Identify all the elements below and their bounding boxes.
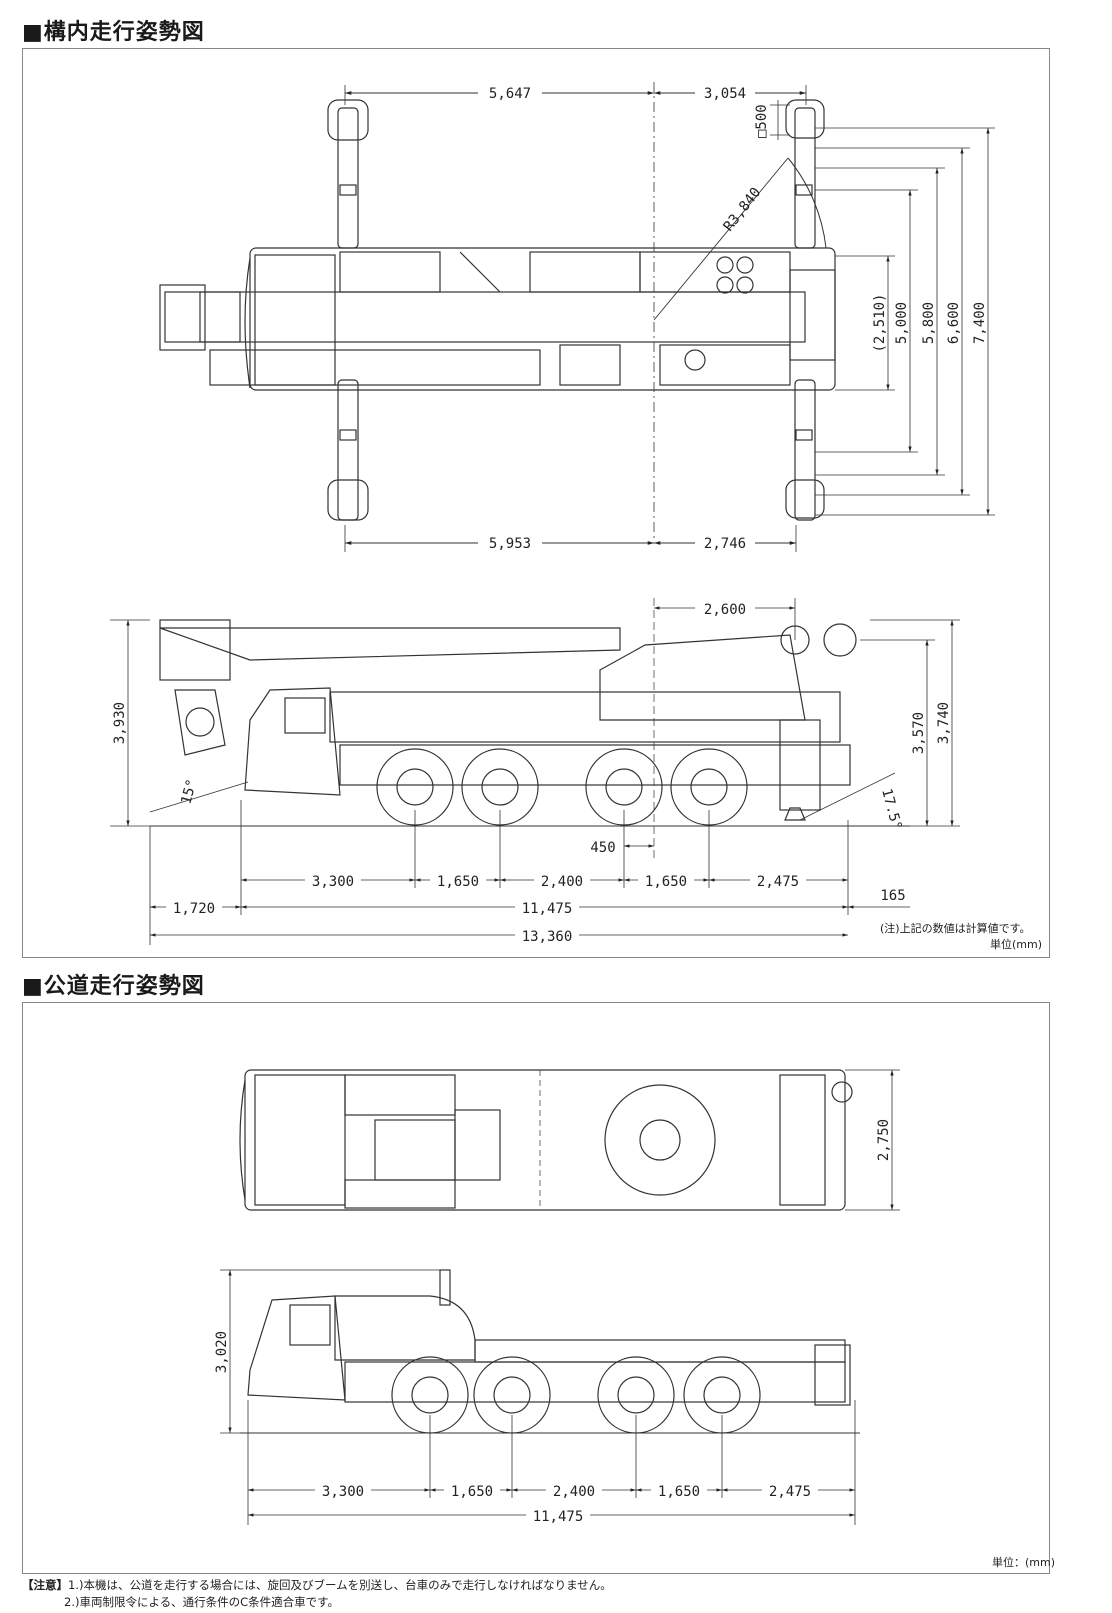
- dim-3740: 3,740: [936, 702, 952, 744]
- dim-5647: 5,647: [489, 86, 531, 102]
- road-side-carrier: [240, 1269, 860, 1434]
- road-dim-1650-b: 1,650: [658, 1484, 700, 1500]
- road-plan-carrier: [239, 1069, 853, 1211]
- dim-5000: 5,000: [894, 302, 910, 344]
- dim-6600: 6,600: [946, 302, 962, 344]
- dim-3930: 3,930: [112, 702, 128, 744]
- footer-text-1: 1.)本機は、公道を走行する場合には、旋回及びブームを別送し、台車のみで走行しな…: [68, 1578, 612, 1592]
- yard-plan-crane: [159, 99, 836, 521]
- footer-label: 【注意】: [22, 1578, 68, 1592]
- road-section-title: ■公道走行姿勢図: [22, 974, 205, 999]
- dim-3054: 3,054: [704, 86, 746, 102]
- dim-2510: (2,510): [872, 293, 888, 352]
- footer-line-1: 【注意】1.)本機は、公道を走行する場合には、旋回及びブームを別送し、台車のみで…: [22, 1577, 612, 1594]
- dim-500: □500: [754, 104, 770, 138]
- calc-note: (注)上記の数値は計算値です。: [880, 922, 1031, 935]
- dim-450: 450: [590, 840, 615, 856]
- dim-2400: 2,400: [541, 874, 583, 890]
- footer-line-2: 2.)車両制限令による、通行条件のC条件適合車です。: [22, 1594, 612, 1611]
- dim-2746: 2,746: [704, 536, 746, 552]
- dim-7400: 7,400: [972, 302, 988, 344]
- dim-11475: 11,475: [522, 901, 573, 917]
- dim-radius: R3,840: [721, 185, 765, 235]
- road-dim-11475: 11,475: [533, 1509, 584, 1525]
- road-dim-2475: 2,475: [769, 1484, 811, 1500]
- dim-3020: 3,020: [214, 1331, 230, 1373]
- dim-2750: 2,750: [876, 1119, 892, 1161]
- dim-165: 165: [880, 888, 905, 904]
- dim-2600: 2,600: [704, 602, 746, 618]
- yard-unit: 単位(mm): [990, 938, 1043, 951]
- dim-13360: 13,360: [522, 929, 573, 945]
- yard-section-title: ■構内走行姿勢図: [22, 20, 205, 45]
- angle-17-5: 17.5°: [878, 787, 904, 832]
- dim-1650-b: 1,650: [645, 874, 687, 890]
- dim-1720: 1,720: [173, 901, 215, 917]
- road-frame: [22, 1002, 1050, 1574]
- dim-1650-a: 1,650: [437, 874, 479, 890]
- angle-15: 15°: [178, 777, 200, 806]
- footer-text-2: 2.)車両制限令による、通行条件のC条件適合車です。: [64, 1595, 339, 1609]
- dim-3300: 3,300: [312, 874, 354, 890]
- yard-side-crane: [149, 619, 910, 827]
- footer-notes: 【注意】1.)本機は、公道を走行する場合には、旋回及びブームを別送し、台車のみで…: [22, 1577, 612, 1611]
- road-dim-1650-a: 1,650: [451, 1484, 493, 1500]
- road-unit: 単位：(mm): [992, 1556, 1056, 1569]
- road-dim-3300: 3,300: [322, 1484, 364, 1500]
- road-dim-2400: 2,400: [553, 1484, 595, 1500]
- dim-3570: 3,570: [911, 712, 927, 754]
- dim-5953: 5,953: [489, 536, 531, 552]
- yard-frame: [22, 48, 1050, 958]
- dim-2475: 2,475: [757, 874, 799, 890]
- dim-5800: 5,800: [921, 302, 937, 344]
